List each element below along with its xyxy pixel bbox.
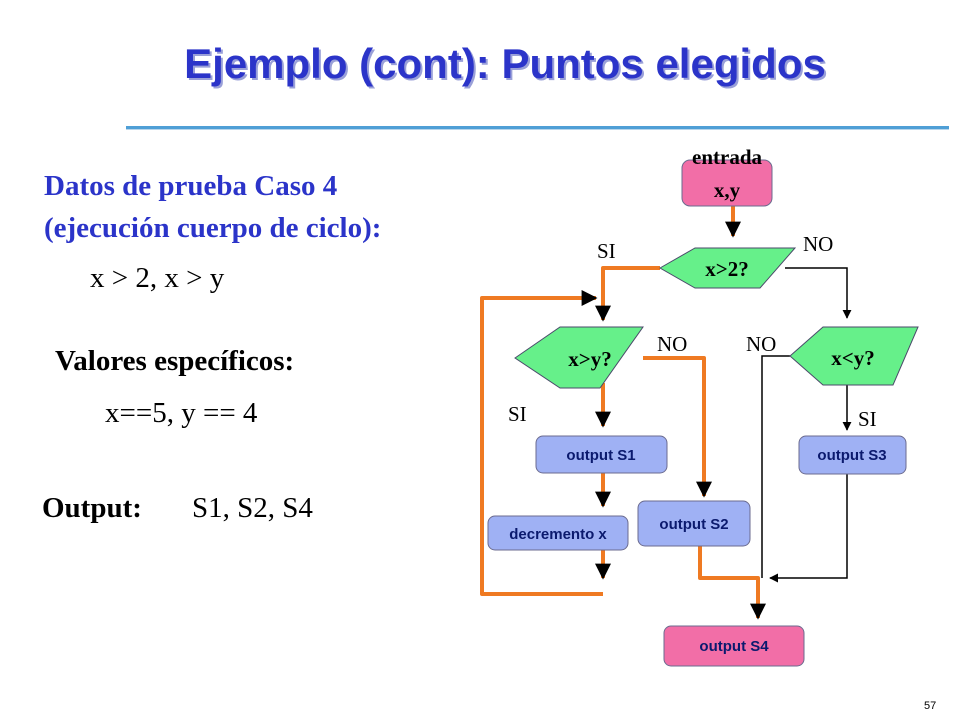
output-s1-box bbox=[535, 435, 668, 474]
output-label: Output: bbox=[42, 492, 142, 524]
specific-values-label: Valores específicos: bbox=[55, 345, 295, 377]
cond-x-lt-y-label: x<y? bbox=[831, 346, 874, 370]
output-s3-box bbox=[798, 435, 907, 475]
output-s2-label: output S2 bbox=[659, 516, 728, 533]
edge-s3-down bbox=[769, 474, 848, 583]
page-number: 57 bbox=[924, 700, 937, 712]
condition-text: x > 2, x > y bbox=[90, 262, 225, 294]
edge-x2-no bbox=[785, 267, 852, 319]
case-line-2: (ejecución cuerpo de ciclo): bbox=[44, 212, 382, 244]
label-si-top: SI bbox=[597, 239, 616, 263]
entrada-label-1: entrada bbox=[692, 145, 762, 169]
output-s4-label: output S4 bbox=[699, 638, 769, 655]
entrada-box bbox=[681, 159, 773, 207]
decremento-box bbox=[487, 515, 629, 551]
entrada-label-2: x,y bbox=[714, 178, 741, 202]
output-s2-box bbox=[637, 500, 751, 547]
cond-x-gt-2-label: x>2? bbox=[705, 257, 748, 281]
output-s1-label: output S1 bbox=[566, 447, 635, 464]
title-underline bbox=[126, 126, 949, 130]
page-title: Ejemplo (cont): Puntos elegidos bbox=[184, 40, 826, 87]
edge-xly-no bbox=[761, 355, 790, 578]
edge-loop-back bbox=[480, 290, 603, 596]
edge-xgy-no bbox=[643, 356, 712, 498]
case-line-1: Datos de prueba Caso 4 bbox=[44, 170, 338, 202]
cond-x-gt-y-diamond bbox=[514, 326, 644, 389]
cond-x-lt-y-diamond bbox=[789, 326, 919, 386]
edge-x2-si bbox=[595, 266, 660, 322]
output-s3-label: output S3 bbox=[817, 447, 886, 464]
label-no-top: NO bbox=[803, 232, 833, 256]
output-s4-box bbox=[663, 625, 805, 667]
label-si-right: SI bbox=[858, 407, 877, 431]
label-si-left: SI bbox=[508, 402, 527, 426]
specific-values-text: x==5, y == 4 bbox=[105, 397, 258, 429]
label-no-mid-2: NO bbox=[746, 332, 776, 356]
output-value: S1, S2, S4 bbox=[192, 492, 313, 524]
decremento-label: decremento x bbox=[509, 526, 607, 543]
cond-x-gt-y-label: x>y? bbox=[568, 347, 611, 371]
label-no-mid-1: NO bbox=[657, 332, 687, 356]
edge-s2-down bbox=[698, 546, 766, 620]
